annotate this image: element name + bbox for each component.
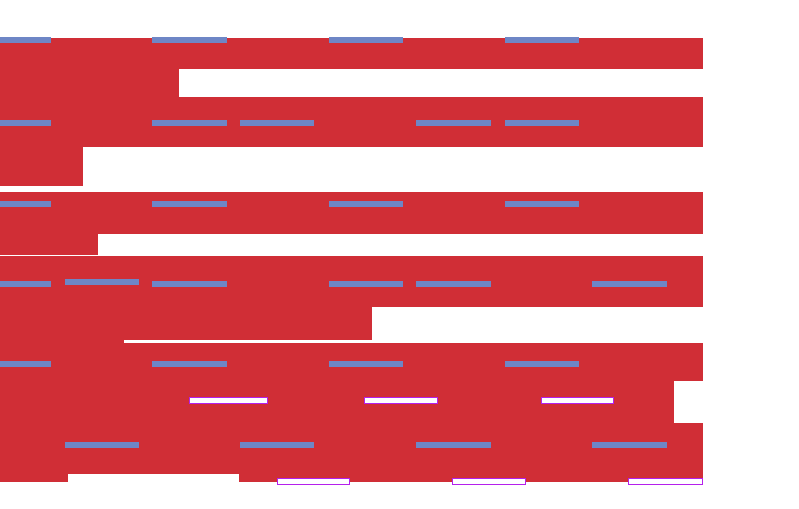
link-underline[interactable]: [152, 120, 227, 126]
link-underline[interactable]: [152, 201, 227, 207]
link-underline[interactable]: [152, 281, 227, 287]
red-text-block: [0, 38, 703, 69]
link-underline[interactable]: [329, 201, 403, 207]
link-underline[interactable]: [152, 37, 227, 43]
link-underline[interactable]: [65, 279, 139, 285]
visited-link-underline[interactable]: [541, 397, 614, 404]
link-underline[interactable]: [416, 120, 491, 126]
red-text-block: [0, 307, 372, 340]
visited-link-underline[interactable]: [189, 397, 268, 404]
link-underline[interactable]: [329, 37, 403, 43]
link-underline[interactable]: [0, 37, 51, 43]
link-underline[interactable]: [0, 361, 51, 367]
link-underline[interactable]: [505, 201, 579, 207]
red-text-block: [0, 234, 98, 255]
red-text-block: [0, 340, 124, 344]
visited-link-underline[interactable]: [277, 478, 350, 485]
visited-link-underline[interactable]: [628, 478, 703, 485]
link-underline[interactable]: [592, 442, 667, 448]
link-underline[interactable]: [240, 120, 314, 126]
link-underline[interactable]: [0, 120, 51, 126]
link-underline[interactable]: [505, 120, 579, 126]
red-text-block: [0, 69, 179, 97]
visited-link-underline[interactable]: [452, 478, 526, 485]
link-underline[interactable]: [416, 442, 491, 448]
red-text-block: [0, 97, 703, 147]
visited-link-underline[interactable]: [364, 397, 438, 404]
link-underline[interactable]: [592, 281, 667, 287]
link-underline[interactable]: [505, 37, 579, 43]
link-underline[interactable]: [0, 201, 51, 207]
white-gap: [674, 381, 703, 423]
link-underline[interactable]: [65, 442, 139, 448]
link-underline[interactable]: [329, 361, 403, 367]
link-underline[interactable]: [505, 361, 579, 367]
link-underline[interactable]: [152, 361, 227, 367]
link-underline[interactable]: [329, 281, 403, 287]
red-text-block: [0, 192, 703, 234]
link-underline[interactable]: [416, 281, 491, 287]
link-underline[interactable]: [240, 442, 314, 448]
red-text-block: [0, 147, 83, 186]
link-underline[interactable]: [0, 281, 51, 287]
red-text-block: [0, 474, 68, 482]
